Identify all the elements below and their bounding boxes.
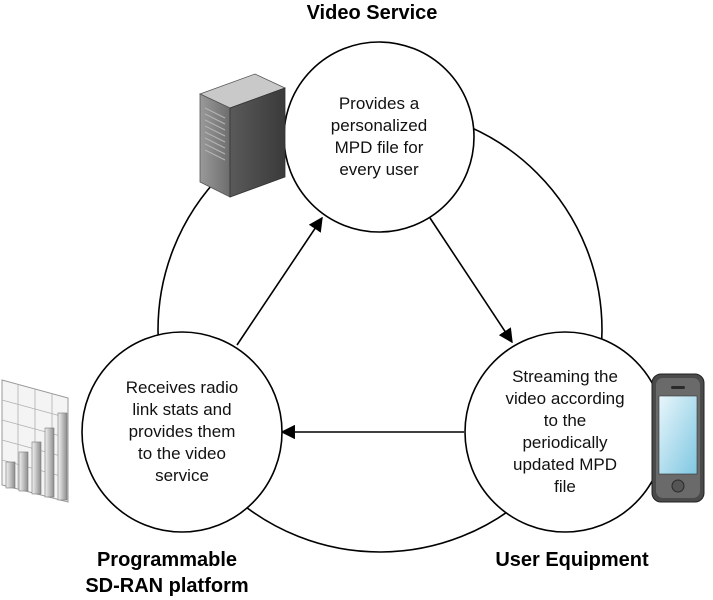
sdran-title: Programmable SD-RAN platform bbox=[85, 549, 249, 597]
sdran-circle bbox=[81, 331, 283, 533]
video-service-title: Video Service bbox=[306, 2, 438, 24]
sdran-description: Receives radio link stats and provides t… bbox=[125, 378, 239, 485]
arrow-sdran-to-video-service bbox=[236, 216, 323, 346]
arrow-video-service-to-user-equipment bbox=[429, 217, 513, 344]
video-service-description: Provides a personalized MPD file for eve… bbox=[330, 94, 428, 179]
bar-chart-icon bbox=[1, 379, 69, 503]
user-equipment-description: Streaming the video according to the per… bbox=[505, 367, 625, 496]
server-icon bbox=[198, 73, 287, 198]
smartphone-icon bbox=[651, 373, 705, 503]
user-equipment-title: User Equipment bbox=[495, 549, 649, 571]
